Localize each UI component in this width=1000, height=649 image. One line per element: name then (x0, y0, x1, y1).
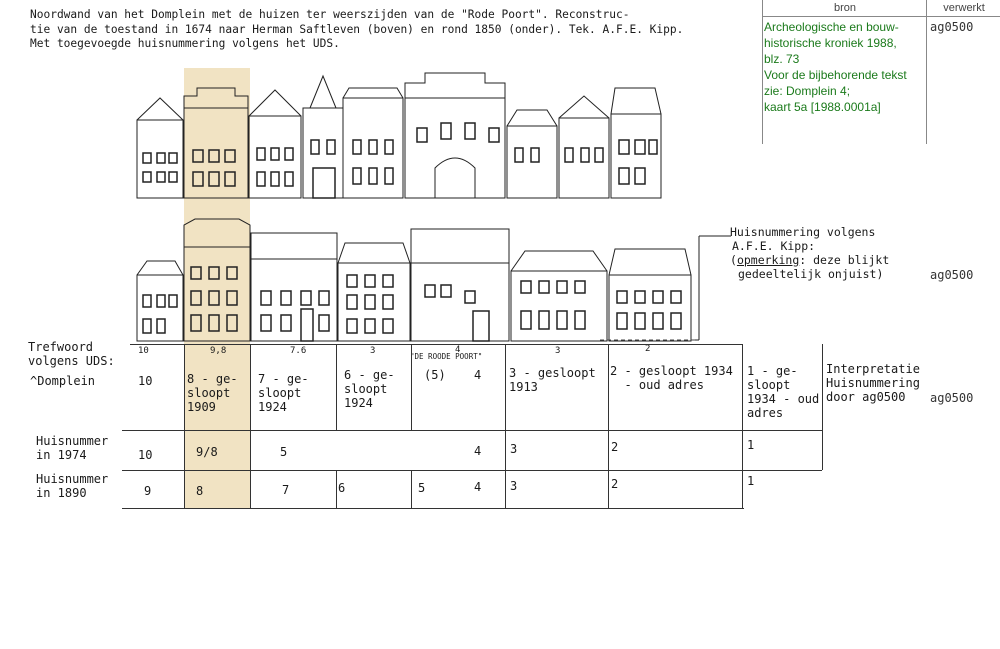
table-line (250, 344, 251, 508)
source-line: historische kroniek 1988, (764, 36, 897, 50)
meta-divider (762, 16, 763, 144)
caption-line: tie van de toestand in 1674 naar Herman … (30, 22, 684, 36)
cell-1974: 10 (138, 448, 153, 462)
caption-line: Met toegevoegde huisnummering volgens he… (30, 37, 340, 50)
source-line: zie: Domplein 4; (764, 84, 851, 98)
cell-1974: 4 (474, 444, 482, 458)
uds-cell: 4 (474, 368, 482, 382)
windows-1674 (142, 122, 658, 199)
interpretation-label: Interpretatie Huisnummering door ag0500 (826, 362, 920, 404)
kipp-number: 2 (645, 344, 651, 354)
table-line (505, 344, 506, 508)
kipp-number: 4 (455, 345, 461, 355)
annotation-arrow (695, 235, 731, 341)
table-line (336, 344, 337, 430)
facade-houses-1850 (136, 218, 692, 342)
table-line (122, 508, 744, 509)
row-label-1974: Huisnummer in 1974 (36, 434, 109, 462)
cell-1974: 9/8 (196, 445, 218, 459)
uds-cell: 3 - gesloopt 1913 (509, 366, 596, 394)
table-line (122, 430, 822, 431)
cell-1890: 2 (611, 477, 619, 491)
source-line: Archeologische en bouw- (764, 20, 899, 34)
cell-1974: 2 (611, 440, 619, 454)
uds-cell: 2 - gesloopt 1934 - oud adres (610, 364, 733, 392)
cell-1890: 5 (418, 481, 426, 495)
cell-1890: 8 (196, 484, 204, 498)
verwerkt-code: ag0500 (930, 20, 974, 34)
dashed-leader (600, 339, 696, 341)
uds-cell: 10 (138, 374, 153, 388)
table-line (411, 470, 412, 508)
cell-1974: 3 (510, 442, 518, 456)
table-line (411, 344, 412, 430)
verwerkt-code: ag0500 (930, 268, 974, 282)
kipp-annotation: Huisnummering volgens A.F.E. Kipp: (opme… (730, 225, 889, 281)
bron-header: bron (762, 0, 927, 17)
caption: Noordwand van het Domplein met de huizen… (30, 8, 765, 52)
table-line (608, 344, 609, 508)
cell-1890: 7 (282, 483, 290, 497)
windows-1850 (142, 266, 682, 342)
annotation-text: : deze blijkt (799, 253, 890, 267)
meta-divider (926, 16, 927, 144)
row-label-trefwoord: Trefwoord volgens UDS: (28, 340, 115, 368)
annotation-line: Huisnummering volgens (730, 225, 876, 239)
annotation-remark: opmerking (736, 253, 800, 267)
highlighted-column (184, 68, 250, 508)
table-line (130, 344, 742, 345)
cell-1974: 1 (747, 438, 755, 452)
caption-line: Noordwand van het Domplein met de huizen… (30, 8, 630, 21)
facade-drawing-1674 (136, 72, 662, 199)
rode-poort-label: "DE ROODE POORT" (410, 352, 483, 361)
annotation-line: (opmerking: deze blijkt (730, 253, 889, 267)
annotation-line: gedeeltelijk onjuist) (738, 267, 884, 281)
table-line (336, 470, 337, 508)
table-line (822, 344, 823, 470)
source-reference: Archeologische en bouw- historische kron… (764, 19, 924, 115)
kipp-number: 3 (555, 346, 561, 356)
uds-cell: 1 - ge- sloopt 1934 - oud adres (747, 364, 820, 420)
kipp-number: 9,8 (210, 346, 227, 356)
source-line: kaart 5a [1988.0001a] (764, 100, 881, 114)
facade-drawing-1850 (136, 218, 692, 342)
uds-cell: 8 - ge- sloopt 1909 (187, 372, 238, 414)
cell-1890: 6 (338, 481, 346, 495)
table-line (122, 470, 822, 471)
uds-cell: 6 - ge- sloopt 1924 (344, 368, 395, 410)
facade-houses-1674 (136, 72, 662, 199)
verwerkt-header: verwerkt (926, 0, 1000, 17)
cell-1890: 4 (474, 480, 482, 494)
verwerkt-code: ag0500 (930, 391, 974, 405)
table-line (742, 344, 743, 508)
cell-1974: 5 (280, 445, 288, 459)
source-line: blz. 73 (764, 52, 800, 66)
uds-cell: (5) (424, 368, 446, 382)
kipp-number: 3 (370, 346, 376, 356)
row-label-1890: Huisnummer in 1890 (36, 472, 109, 500)
annotation-paren: ( (730, 253, 737, 267)
annotation-line: A.F.E. Kipp: (732, 239, 816, 253)
cell-1890: 3 (510, 479, 518, 493)
kipp-number: 7.6 (290, 346, 307, 356)
cell-1890: 9 (144, 484, 152, 498)
uds-cell: 7 - ge- sloopt 1924 (258, 372, 309, 414)
cell-1890: 1 (747, 474, 755, 488)
row-label-domplein: ^Domplein (30, 374, 96, 388)
source-line: Voor de bijbehorende tekst (764, 68, 907, 82)
kipp-number: 10 (138, 346, 149, 356)
table-line (184, 344, 185, 508)
